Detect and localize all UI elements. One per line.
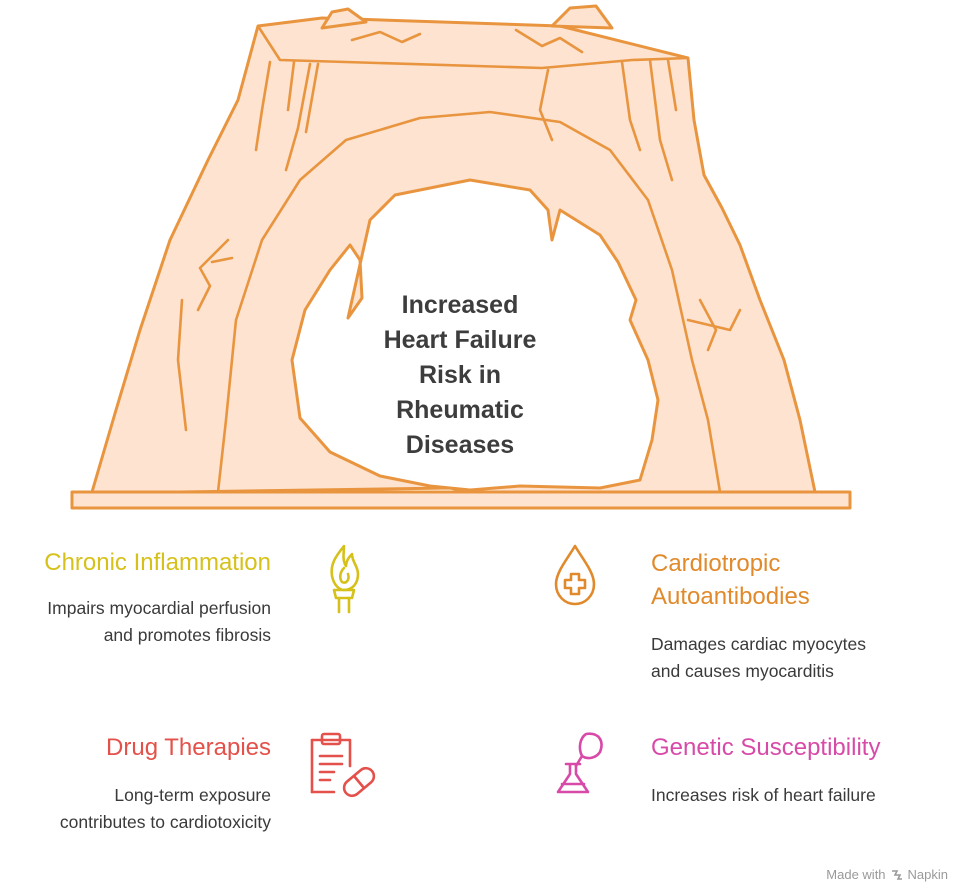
center-title: Increased Heart Failure Risk in Rheumati… bbox=[340, 288, 580, 463]
top-rock-right bbox=[550, 4, 614, 30]
napkin-logo-icon bbox=[891, 869, 902, 880]
crack bbox=[666, 58, 678, 112]
blood-drop-cross-icon bbox=[554, 544, 596, 606]
crack bbox=[686, 308, 742, 332]
crack bbox=[284, 62, 312, 172]
cardiotropic-autoantibodies-desc: Damages cardiac myocytes and causes myoc… bbox=[651, 631, 866, 685]
desc-line: and promotes fibrosis bbox=[103, 625, 271, 645]
crack bbox=[620, 60, 642, 152]
desc-line: Damages cardiac myocytes bbox=[651, 634, 866, 654]
napkin-brand-label: Napkin bbox=[907, 867, 948, 882]
footer-attribution: Made with Napkin bbox=[826, 867, 948, 882]
drug-therapies-desc: Long-term exposure contributes to cardio… bbox=[60, 782, 271, 836]
crack bbox=[210, 256, 234, 264]
crack bbox=[286, 60, 296, 112]
title-line: Cardiotropic bbox=[651, 550, 781, 577]
center-title-line: Risk in bbox=[419, 361, 501, 389]
crack bbox=[350, 30, 422, 44]
chronic-inflammation-title: Chronic Inflammation bbox=[44, 549, 271, 576]
stone-arch-illustration bbox=[70, 4, 852, 510]
crack bbox=[196, 238, 230, 312]
desc-line: and causes myocarditis bbox=[651, 661, 834, 681]
desc-line: Increases risk of heart failure bbox=[651, 785, 876, 805]
flask-leaf-icon bbox=[556, 732, 603, 794]
desc-line: contributes to cardiotoxicity bbox=[59, 812, 271, 832]
crack bbox=[538, 68, 554, 142]
chronic-inflammation-desc: Impairs myocardial perfusion and promote… bbox=[47, 595, 271, 649]
crack bbox=[254, 60, 272, 152]
desc-line: Impairs myocardial perfusion bbox=[47, 598, 271, 618]
prescription-pill-icon bbox=[310, 732, 376, 798]
made-with-label: Made with bbox=[826, 867, 886, 882]
genetic-susceptibility-desc: Increases risk of heart failure bbox=[651, 782, 876, 809]
crack bbox=[698, 298, 718, 352]
arch-ground-base bbox=[70, 490, 852, 510]
top-rock-left bbox=[320, 7, 368, 30]
cardiotropic-autoantibodies-title: Cardiotropic Autoantibodies bbox=[651, 547, 810, 613]
center-title-line: Diseases bbox=[405, 431, 515, 459]
center-title-line: Rheumatic bbox=[396, 396, 524, 424]
center-title-line: Heart Failure bbox=[383, 326, 537, 354]
flame-icon bbox=[330, 544, 360, 614]
genetic-susceptibility-title: Genetic Susceptibility bbox=[651, 734, 881, 761]
drug-therapies-title: Drug Therapies bbox=[106, 734, 271, 761]
desc-line: Long-term exposure bbox=[114, 785, 271, 805]
title-line: Autoantibodies bbox=[651, 583, 810, 610]
crack bbox=[648, 58, 674, 182]
crack bbox=[176, 298, 188, 432]
center-title-line: Increased bbox=[401, 291, 519, 319]
crack bbox=[304, 62, 320, 134]
inner-arch-line bbox=[216, 110, 722, 494]
crack bbox=[514, 28, 584, 54]
